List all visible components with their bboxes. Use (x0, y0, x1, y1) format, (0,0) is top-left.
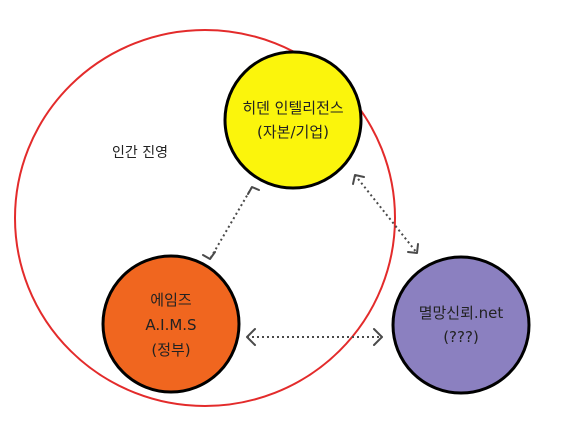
node-hidden-intelligence-circle (223, 50, 363, 190)
link-hidden-net (352, 174, 419, 254)
human-faction-label: 인간 진영 (112, 145, 168, 161)
node-hidden-intelligence-name: 히덴 인텔리전스 (242, 99, 344, 117)
link-aims-net (246, 328, 383, 346)
node-net-name: 멸망신뢰.net (419, 304, 504, 322)
node-hidden-intelligence-role: (자본/기업) (257, 123, 329, 141)
node-aims-acronym: A.I.M.S (145, 316, 196, 334)
node-aims-role: (정부) (151, 341, 190, 359)
human-faction-region (14, 29, 396, 407)
node-aims-name: 에임즈 (150, 291, 192, 309)
link-hidden-aims (202, 186, 260, 260)
node-net: 멸망신뢰.net (???) (391, 255, 531, 395)
node-net-role: (???) (443, 328, 479, 346)
node-net-circle (391, 255, 531, 395)
node-aims-circle (101, 254, 241, 394)
node-hidden-intelligence: 히덴 인텔리전스 (자본/기업) (223, 50, 363, 190)
node-aims: 에임즈 A.I.M.S (정부) (101, 254, 241, 394)
